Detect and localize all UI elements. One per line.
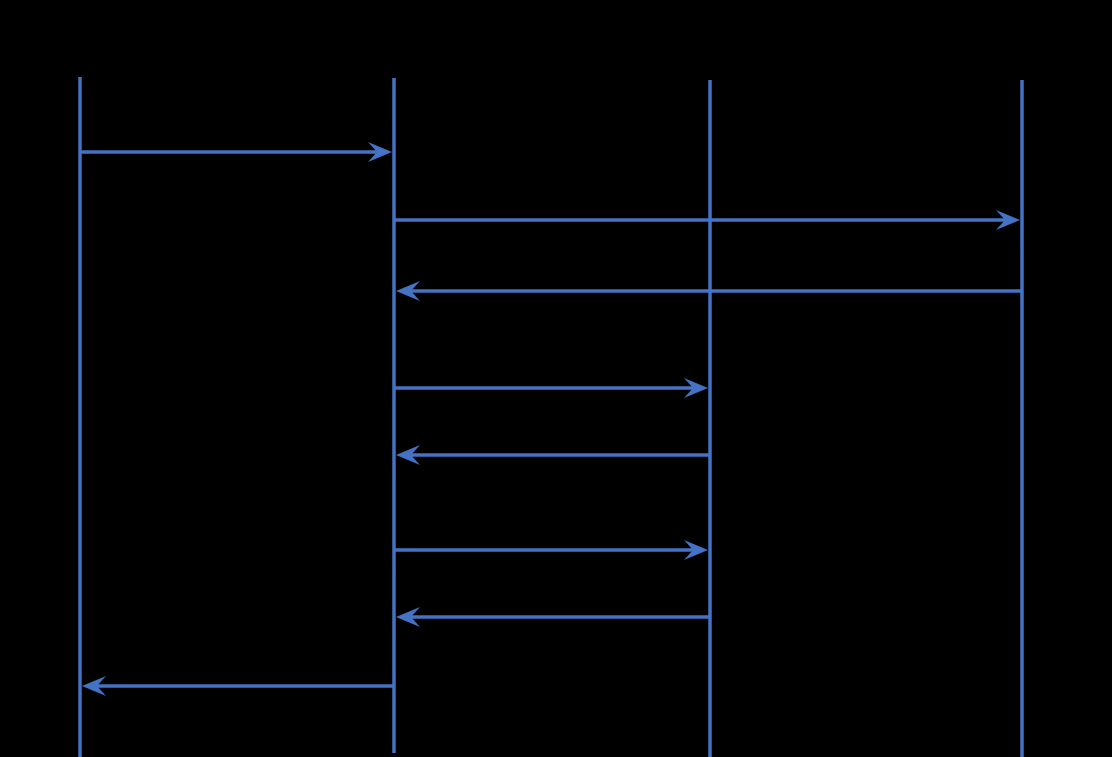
message-4 bbox=[394, 378, 708, 398]
message-5 bbox=[396, 445, 710, 465]
message-5-arrowhead-icon bbox=[396, 445, 420, 465]
message-7 bbox=[396, 607, 710, 627]
message-8 bbox=[82, 676, 394, 696]
message-1 bbox=[80, 142, 392, 162]
message-1-arrowhead-icon bbox=[368, 142, 392, 162]
message-2 bbox=[394, 210, 1020, 230]
message-3 bbox=[396, 281, 1022, 301]
message-3-arrowhead-icon bbox=[396, 281, 420, 301]
message-8-arrowhead-icon bbox=[82, 676, 106, 696]
message-2-arrowhead-icon bbox=[996, 210, 1020, 230]
message-6-arrowhead-icon bbox=[684, 540, 708, 560]
message-4-arrowhead-icon bbox=[684, 378, 708, 398]
message-7-arrowhead-icon bbox=[396, 607, 420, 627]
message-6 bbox=[394, 540, 708, 560]
